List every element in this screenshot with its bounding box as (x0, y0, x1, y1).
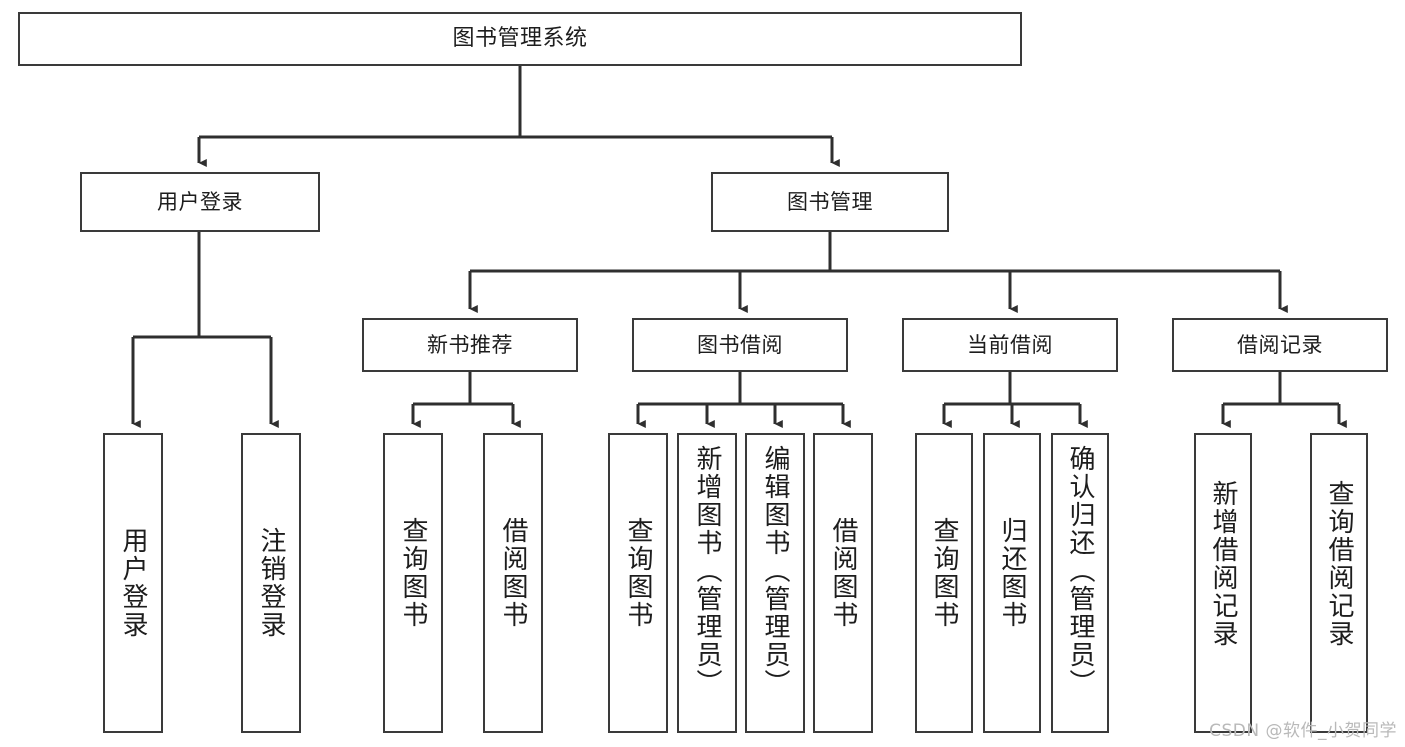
node-label: 注销登录 (256, 527, 286, 639)
node-label: 用户登录 (157, 189, 243, 214)
node-label: 查询图书 (623, 517, 653, 629)
node-label: 新书推荐 (427, 332, 513, 357)
node-label: 图书管理系统 (452, 26, 588, 52)
node-label: 查询图书 (929, 517, 959, 629)
node-leaf-query-book-3[interactable]: 查询图书 (915, 433, 973, 733)
node-label: 当前借阅 (967, 332, 1053, 357)
node-label: 归还图书 (997, 517, 1027, 629)
node-label: 用户登录 (118, 527, 148, 639)
node-label: 借阅记录 (1237, 332, 1323, 357)
node-label: 编辑图书（管理员） (760, 445, 790, 697)
node-book-borrow[interactable]: 图书借阅 (632, 318, 848, 372)
node-leaf-borrow-book-1[interactable]: 借阅图书 (483, 433, 543, 733)
node-root-book-management-system[interactable]: 图书管理系统 (18, 12, 1022, 66)
node-leaf-add-record[interactable]: 新增借阅记录 (1194, 433, 1252, 733)
node-label: 借阅图书 (498, 517, 528, 629)
node-current-borrow[interactable]: 当前借阅 (902, 318, 1118, 372)
node-label: 查询借阅记录 (1324, 480, 1354, 648)
node-user-login[interactable]: 用户登录 (80, 172, 320, 232)
node-label: 确认归还（管理员） (1065, 445, 1095, 697)
node-leaf-return-book[interactable]: 归还图书 (983, 433, 1041, 733)
node-label: 新增借阅记录 (1208, 480, 1238, 648)
node-label: 借阅图书 (828, 517, 858, 629)
node-borrow-record[interactable]: 借阅记录 (1172, 318, 1388, 372)
csdn-watermark: CSDN @软件_小贺同学 (1209, 721, 1397, 741)
node-leaf-confirm-return[interactable]: 确认归还（管理员） (1051, 433, 1109, 733)
node-leaf-query-record[interactable]: 查询借阅记录 (1310, 433, 1368, 733)
node-leaf-query-book-1[interactable]: 查询图书 (383, 433, 443, 733)
node-leaf-user-login[interactable]: 用户登录 (103, 433, 163, 733)
node-label: 查询图书 (398, 517, 428, 629)
node-label: 图书借阅 (697, 332, 783, 357)
node-label: 图书管理 (787, 189, 873, 214)
node-leaf-edit-book[interactable]: 编辑图书（管理员） (745, 433, 805, 733)
node-label: 新增图书（管理员） (692, 445, 722, 697)
node-leaf-borrow-book-2[interactable]: 借阅图书 (813, 433, 873, 733)
node-leaf-logout[interactable]: 注销登录 (241, 433, 301, 733)
node-new-book-recommend[interactable]: 新书推荐 (362, 318, 578, 372)
node-book-manage[interactable]: 图书管理 (711, 172, 949, 232)
node-leaf-query-book-2[interactable]: 查询图书 (608, 433, 668, 733)
node-leaf-add-book[interactable]: 新增图书（管理员） (677, 433, 737, 733)
